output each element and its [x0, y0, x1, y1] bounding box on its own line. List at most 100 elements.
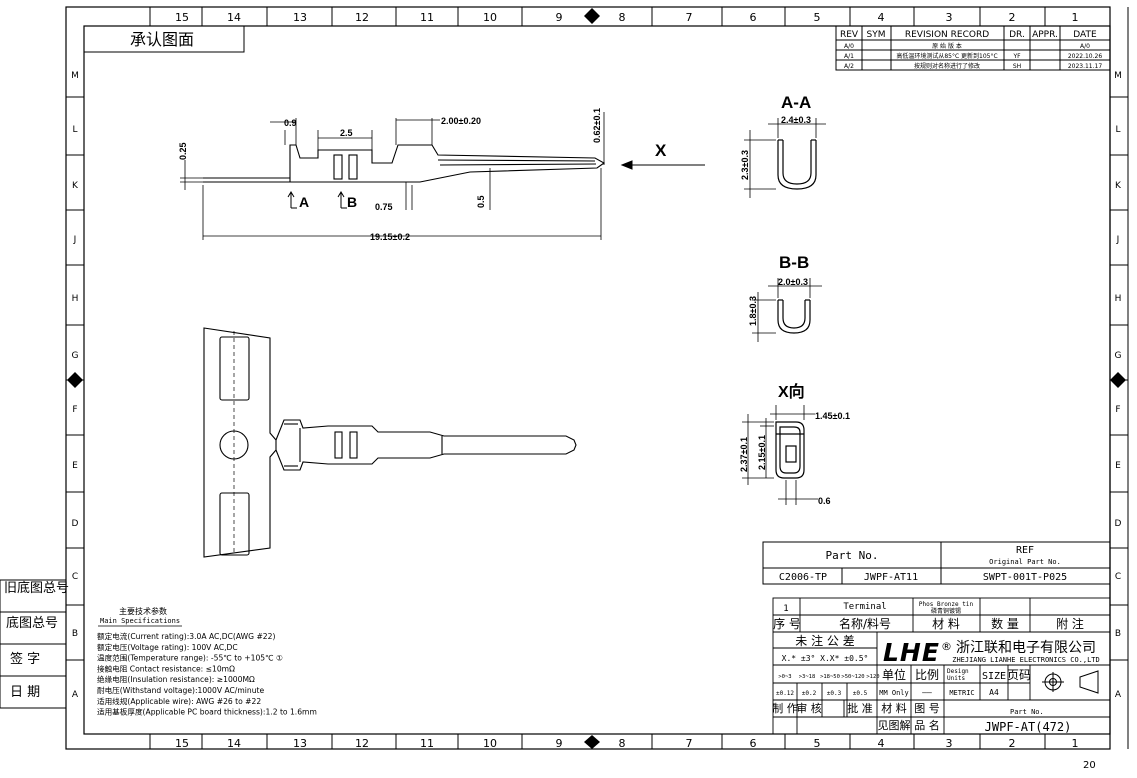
row-marker: D: [72, 519, 79, 529]
row-marker: B: [1115, 629, 1121, 639]
specs-list: 额定电流(Current rating):3.0A AC,DC(AWG #22)…: [97, 631, 317, 717]
svg-text:A/0: A/0: [844, 43, 854, 50]
approval-title: 承认图面: [130, 30, 194, 49]
svg-text:数 量: 数 量: [991, 616, 1019, 631]
svg-text:名称/料号: 名称/料号: [839, 616, 891, 631]
svg-text:REVISION RECORD: REVISION RECORD: [905, 30, 989, 40]
view-arrow-x: X: [655, 141, 667, 160]
svg-text:DR.: DR.: [1009, 30, 1025, 40]
row-marker: C: [72, 572, 78, 582]
svg-text:见图解: 见图解: [878, 718, 911, 732]
row-marker: K: [72, 181, 79, 191]
side-label-sign: 签 字: [10, 651, 40, 667]
section-aa-width: 2.4±0.3: [781, 115, 811, 125]
dim-2-5: 2.5: [340, 128, 353, 138]
view-x-profile: [775, 421, 805, 479]
svg-text:Original Part No.: Original Part No.: [989, 558, 1061, 566]
column-marker: 2: [1009, 737, 1016, 750]
row-marker: M: [1114, 71, 1122, 81]
svg-text:MM Only: MM Only: [879, 689, 909, 697]
svg-text:YF: YF: [1012, 53, 1021, 60]
svg-text:±0.2: ±0.2: [802, 690, 817, 697]
row-marker: B: [72, 629, 78, 639]
column-marker: 11: [420, 11, 434, 24]
center-mark-top: [584, 8, 600, 24]
section-aa-height: 2.3±0.3: [740, 150, 750, 180]
svg-text:DATE: DATE: [1073, 30, 1097, 40]
svg-text:>18~50: >18~50: [820, 674, 840, 680]
center-mark-right: [1110, 372, 1126, 388]
row-marker: F: [1115, 405, 1120, 415]
column-marker: 3: [946, 737, 953, 750]
svg-text:原 始 版 本: 原 始 版 本: [932, 42, 962, 50]
svg-text:A4: A4: [989, 688, 999, 697]
svg-text:JWPF-AT11: JWPF-AT11: [864, 572, 918, 583]
view-x-height-outer: 2.37±0.1: [739, 437, 749, 472]
svg-text:METRIC: METRIC: [949, 689, 974, 697]
column-marker: 11: [420, 737, 434, 750]
column-marker: 9: [556, 11, 563, 24]
svg-text:Phos Bronze tin: Phos Bronze tin: [919, 601, 974, 608]
svg-text:SYM: SYM: [867, 30, 886, 40]
column-marker: 4: [878, 737, 885, 750]
projection-symbol-icon: [1042, 670, 1099, 694]
column-marker: 4: [878, 11, 885, 24]
column-marker: 8: [619, 11, 626, 24]
column-marker: 2: [1009, 11, 1016, 24]
side-label-old-no: 旧底图总号: [4, 580, 69, 596]
svg-text:SWPT-001T-P025: SWPT-001T-P025: [983, 572, 1067, 583]
revision-table: REV SYM REVISION RECORD DR. APPR. DATE A…: [835, 25, 1111, 71]
svg-text:±0.5: ±0.5: [853, 690, 868, 697]
section-bb-profile: [777, 299, 811, 334]
column-marker: 6: [750, 737, 757, 750]
svg-text:Terminal: Terminal: [843, 602, 886, 612]
svg-text:±0.12: ±0.12: [776, 690, 794, 697]
spec-line: 适用线规(Applicable wire): AWG #26 to #22: [97, 696, 261, 706]
column-marker: 7: [686, 11, 693, 24]
column-marker: 1: [1072, 11, 1079, 24]
svg-text:X.* ±3° X.X* ±0.5°: X.* ±3° X.X* ±0.5°: [782, 654, 869, 663]
row-marker: H: [72, 294, 79, 304]
svg-text:未 注 公 差: 未 注 公 差: [795, 633, 854, 648]
spec-line: 适用基板厚度(Applicable PC board thickness):1.…: [97, 707, 317, 717]
svg-text:>120: >120: [866, 674, 879, 680]
svg-text:序 号: 序 号: [773, 616, 801, 631]
company-name-en: ZHEJIANG LIANHE ELECTRONICS CO.,LTD: [952, 656, 1100, 664]
column-marker: 10: [483, 737, 497, 750]
terminal-side-view: [203, 144, 606, 183]
row-marker: K: [1115, 181, 1122, 191]
svg-text:单位: 单位: [882, 667, 906, 682]
company-logo: LHE: [883, 638, 940, 667]
svg-text:>3~18: >3~18: [799, 674, 816, 680]
column-marker: 15: [175, 11, 189, 24]
row-marker: F: [72, 405, 77, 415]
section-mark-lines: [287, 160, 705, 209]
column-marker: 12: [355, 11, 369, 24]
page-number: 20: [1083, 760, 1096, 771]
svg-text:A/2: A/2: [844, 63, 854, 70]
section-aa-title: A-A: [781, 93, 811, 112]
svg-text:Design: Design: [947, 668, 969, 675]
svg-text:2023.11.17: 2023.11.17: [1068, 63, 1103, 70]
column-marker: 3: [946, 11, 953, 24]
column-marker: 6: [750, 11, 757, 24]
column-marker: 9: [556, 737, 563, 750]
row-marker: A: [1115, 690, 1122, 700]
dim-19-15: 19.15±0.2: [370, 232, 410, 242]
dim-0-75: 0.75: [375, 202, 393, 212]
svg-text:A/0: A/0: [1080, 43, 1090, 50]
svg-text:品 名: 品 名: [914, 718, 940, 732]
spec-line: 耐电压(Withstand voltage):1000V AC/minute: [97, 685, 264, 695]
svg-text:批 准: 批 准: [847, 701, 873, 715]
side-label-base-no: 底图总号: [6, 615, 58, 631]
svg-text:®: ®: [941, 640, 952, 653]
company-name-cn: 浙江联和电子有限公司: [956, 640, 1096, 656]
column-marker: 13: [293, 11, 307, 24]
column-marker: 14: [227, 737, 241, 750]
specs-title-cn: 主要技术参数: [119, 606, 167, 616]
row-marker: D: [1115, 519, 1122, 529]
svg-text:A/1: A/1: [844, 53, 854, 60]
svg-text:>0~3: >0~3: [778, 674, 791, 680]
